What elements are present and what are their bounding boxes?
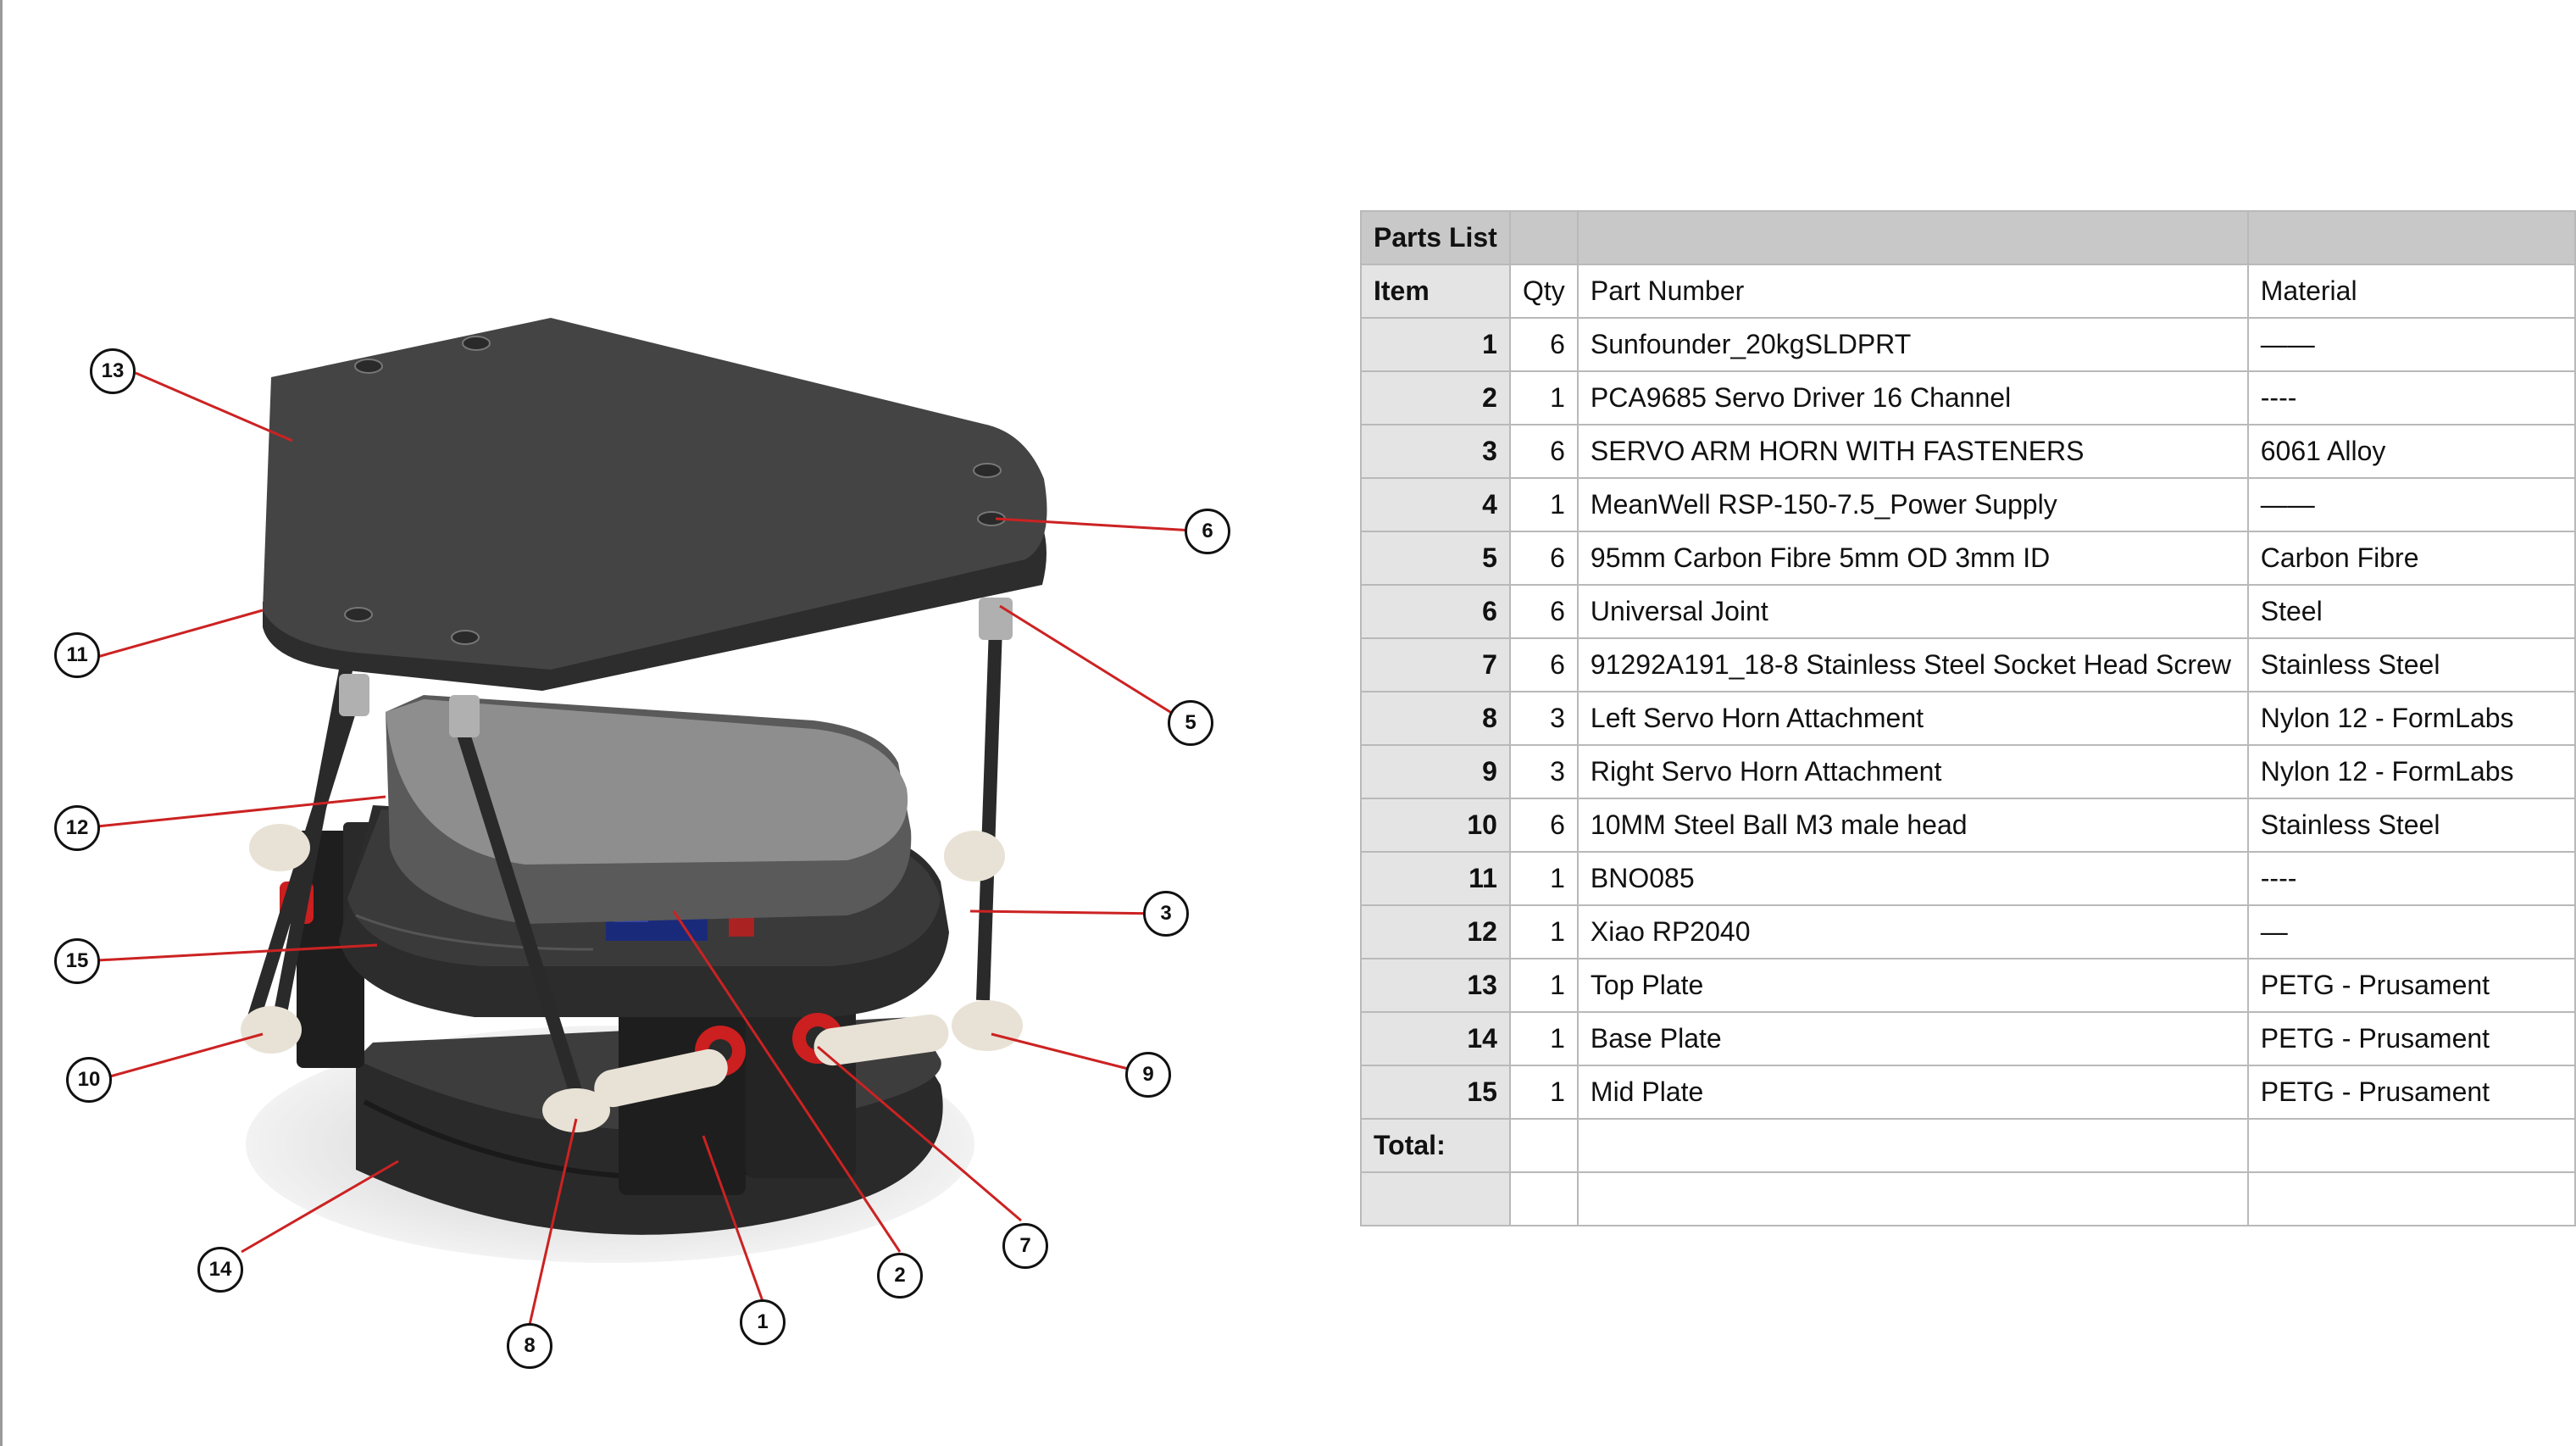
cell-item: 1 (1360, 317, 1511, 372)
cell-qty: 6 (1508, 798, 1579, 853)
cell-material: — (2246, 904, 2576, 959)
parts-list-title-row: Parts List (1360, 210, 2576, 265)
cell-item: 15 (1360, 1065, 1511, 1120)
cell-item: 14 (1360, 1011, 1511, 1066)
socket-head-screws (344, 336, 1006, 645)
cell-part-number: Base Plate (1576, 1011, 2249, 1066)
cell-part-number: Xiao RP2040 (1576, 904, 2249, 959)
cell-part-number: BNO085 (1576, 851, 2249, 906)
cell-item: 8 (1360, 691, 1511, 746)
cell-qty: 1 (1508, 851, 1579, 906)
cell-item: 9 (1360, 744, 1511, 799)
cell-material: —— (2246, 317, 2576, 372)
cell-part-number: Universal Joint (1576, 584, 2249, 639)
cell-material: PETG - Prusament (2246, 1011, 2576, 1066)
cell-material: Steel (2246, 584, 2576, 639)
parts-list-title: Parts List (1360, 210, 1511, 265)
column-header-qty: Qty (1508, 264, 1579, 319)
stewart-platform-assembly (97, 318, 1208, 1326)
cell-item: 12 (1360, 904, 1511, 959)
cell-qty: 3 (1508, 744, 1579, 799)
empty-row (1360, 1171, 2576, 1226)
cell-item: 10 (1360, 798, 1511, 853)
cell-item: 7 (1360, 637, 1511, 692)
cell-material: —— (2246, 477, 2576, 532)
cell-material: Stainless Steel (2246, 798, 2576, 853)
cell-material: PETG - Prusament (2246, 958, 2576, 1013)
cell-part-number: Mid Plate (1576, 1065, 2249, 1120)
cell-material: 6061 Alloy (2246, 424, 2576, 479)
cell-item: 3 (1360, 424, 1511, 479)
cell-material: Nylon 12 - FormLabs (2246, 744, 2576, 799)
cell-part-number: Right Servo Horn Attachment (1576, 744, 2249, 799)
cell-part-number: PCA9685 Servo Driver 16 Channel (1576, 370, 2249, 425)
cell-qty: 1 (1508, 370, 1579, 425)
cell-part-number: 91292A191_18-8 Stainless Steel Socket He… (1576, 637, 2249, 692)
servo-horns (280, 882, 949, 1108)
cell-qty: 1 (1508, 1011, 1579, 1066)
cell-part-number: Left Servo Horn Attachment (1576, 691, 2249, 746)
total-label: Total: (1360, 1118, 1511, 1173)
cell-qty: 3 (1508, 691, 1579, 746)
top-plate (263, 318, 1047, 691)
cell-qty: 1 (1508, 477, 1579, 532)
cell-qty: 1 (1508, 958, 1579, 1013)
column-header-material: Material (2246, 264, 2576, 319)
cell-part-number: SERVO ARM HORN WITH FASTENERS (1576, 424, 2249, 479)
parts-list-table: Parts List Item Qty Part Number Material… (1360, 210, 2576, 1226)
cell-material: Nylon 12 - FormLabs (2246, 691, 2576, 746)
cell-item: 5 (1360, 531, 1511, 586)
cell-item: 4 (1360, 477, 1511, 532)
cell-item: 11 (1360, 851, 1511, 906)
cell-item: 13 (1360, 958, 1511, 1013)
cell-material: ---- (2246, 851, 2576, 906)
cell-material: PETG - Prusament (2246, 1065, 2576, 1120)
cell-material: Carbon Fibre (2246, 531, 2576, 586)
cell-part-number: Sunfounder_20kgSLDPRT (1576, 317, 2249, 372)
cell-material: Stainless Steel (2246, 637, 2576, 692)
cell-part-number: MeanWell RSP-150-7.5_Power Supply (1576, 477, 2249, 532)
leader-lines (97, 371, 1208, 1326)
cell-part-number: 10MM Steel Ball M3 male head (1576, 798, 2249, 853)
column-header-part-number: Part Number (1576, 264, 2249, 319)
cell-part-number: 95mm Carbon Fibre 5mm OD 3mm ID (1576, 531, 2249, 586)
universal-joints (339, 598, 1013, 737)
cell-item: 6 (1360, 584, 1511, 639)
parts-list-header-row: Item Qty Part Number Material (1360, 264, 2576, 319)
cell-qty: 6 (1508, 637, 1579, 692)
cell-qty: 6 (1508, 584, 1579, 639)
column-header-item: Item (1360, 264, 1511, 319)
electronics-plate (386, 695, 912, 924)
cell-qty: 6 (1508, 531, 1579, 586)
cell-qty: 6 (1508, 424, 1579, 479)
cell-material: ---- (2246, 370, 2576, 425)
cell-qty: 6 (1508, 317, 1579, 372)
total-row: Total: (1360, 1118, 2576, 1173)
cell-part-number: Top Plate (1576, 958, 2249, 1013)
left-border (0, 0, 3, 1446)
cell-item: 2 (1360, 370, 1511, 425)
cell-qty: 1 (1508, 1065, 1579, 1120)
cell-qty: 1 (1508, 904, 1579, 959)
